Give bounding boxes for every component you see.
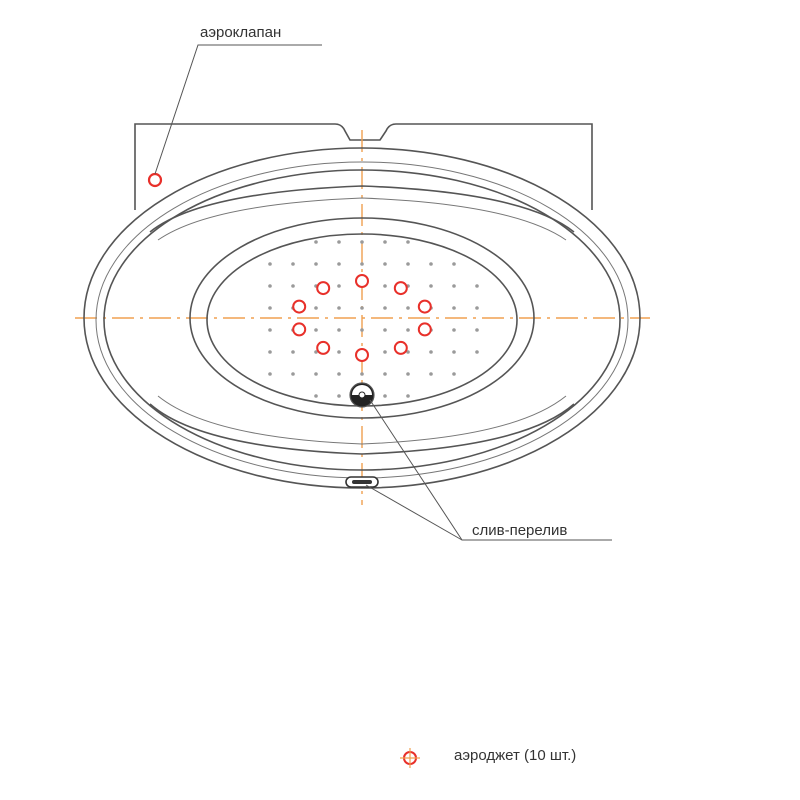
tub-lower-seat <box>149 403 575 455</box>
basin-dot <box>406 328 410 332</box>
basin-dot <box>337 372 341 376</box>
basin-dot <box>452 306 456 310</box>
basin-dot <box>475 306 479 310</box>
basin-dot <box>383 306 387 310</box>
overflow-icon <box>345 476 379 488</box>
air-jet-legend-label: аэроджет (10 шт.) <box>454 747 577 764</box>
basin-dot <box>429 284 433 288</box>
basin-dot <box>406 372 410 376</box>
basin-dot <box>452 350 456 354</box>
basin-dot <box>429 262 433 266</box>
basin-dot <box>406 262 410 266</box>
tub-upper-seat-inner <box>157 197 567 241</box>
tub-outer-rim <box>83 147 641 489</box>
basin-dot <box>360 240 364 244</box>
basin-dot <box>314 372 318 376</box>
basin-dot <box>314 328 318 332</box>
basin-dot <box>452 372 456 376</box>
air-valve-label: аэроклапан <box>200 24 282 41</box>
air-jet-icon <box>355 274 369 288</box>
basin-dot <box>291 350 295 354</box>
basin-dot <box>475 284 479 288</box>
basin-dot <box>337 262 341 266</box>
basin-dot <box>406 394 410 398</box>
air-jet-icon <box>316 340 331 355</box>
basin-dot <box>452 262 456 266</box>
basin-dot <box>268 284 272 288</box>
drain-icon <box>349 382 375 408</box>
basin-dot <box>314 240 318 244</box>
basin-dot <box>383 372 387 376</box>
basin-dot <box>314 262 318 266</box>
basin-dot <box>337 306 341 310</box>
air-jet-icon <box>292 299 307 314</box>
air-jet-icon <box>393 281 408 296</box>
basin-dot <box>452 328 456 332</box>
basin-dot <box>429 350 433 354</box>
basin-dot <box>383 394 387 398</box>
basin-dot <box>337 350 341 354</box>
basin-dot <box>337 394 341 398</box>
basin-dot <box>360 328 364 332</box>
basin-dot <box>360 372 364 376</box>
tub-upper-seat <box>149 185 575 233</box>
drain-overflow-label: слив-перелив <box>472 522 568 539</box>
basin-dot <box>268 306 272 310</box>
air-jet-icon <box>355 348 369 362</box>
basin-dot <box>268 328 272 332</box>
basin-dot <box>383 328 387 332</box>
basin-dot <box>268 372 272 376</box>
basin-dot <box>314 394 318 398</box>
basin-dot <box>429 372 433 376</box>
air-jet-icon <box>292 322 307 337</box>
air-valve-marker <box>147 172 163 188</box>
basin-dot <box>291 262 295 266</box>
basin-dot <box>360 262 364 266</box>
air-valve-leader-line <box>154 44 322 175</box>
basin-dot <box>291 284 295 288</box>
basin-dot <box>337 328 341 332</box>
basin-dot <box>452 284 456 288</box>
basin-dot <box>406 306 410 310</box>
basin-dot <box>360 306 364 310</box>
tub-back-frame <box>134 123 593 210</box>
basin-dot <box>268 262 272 266</box>
drain-overflow-leader-line <box>369 399 612 541</box>
tub-rim-ledge <box>103 169 621 471</box>
basin-dot <box>337 240 341 244</box>
basin-dot <box>383 262 387 266</box>
air-jet-icon <box>417 299 432 314</box>
basin-dot <box>475 350 479 354</box>
air-jet-legend-symbol <box>400 748 420 768</box>
basin-dot <box>337 284 341 288</box>
tub-lower-seat-inner <box>157 395 567 445</box>
air-jet-icon <box>417 322 432 337</box>
air-jet-icon <box>393 340 408 355</box>
basin-dot <box>475 328 479 332</box>
basin-dot <box>406 240 410 244</box>
basin-dot <box>314 350 318 354</box>
drain-overflow-leader-line-2 <box>365 484 463 541</box>
basin-dot <box>314 306 318 310</box>
basin-dot-grid <box>268 240 479 398</box>
basin-dot <box>383 350 387 354</box>
air-jet-group <box>292 274 432 362</box>
basin-outer-edge <box>189 217 535 419</box>
basin-dot <box>268 350 272 354</box>
basin-dot <box>383 284 387 288</box>
basin-dot <box>406 350 410 354</box>
basin-dot <box>291 372 295 376</box>
basin-dot <box>383 240 387 244</box>
air-jet-icon <box>316 281 331 296</box>
